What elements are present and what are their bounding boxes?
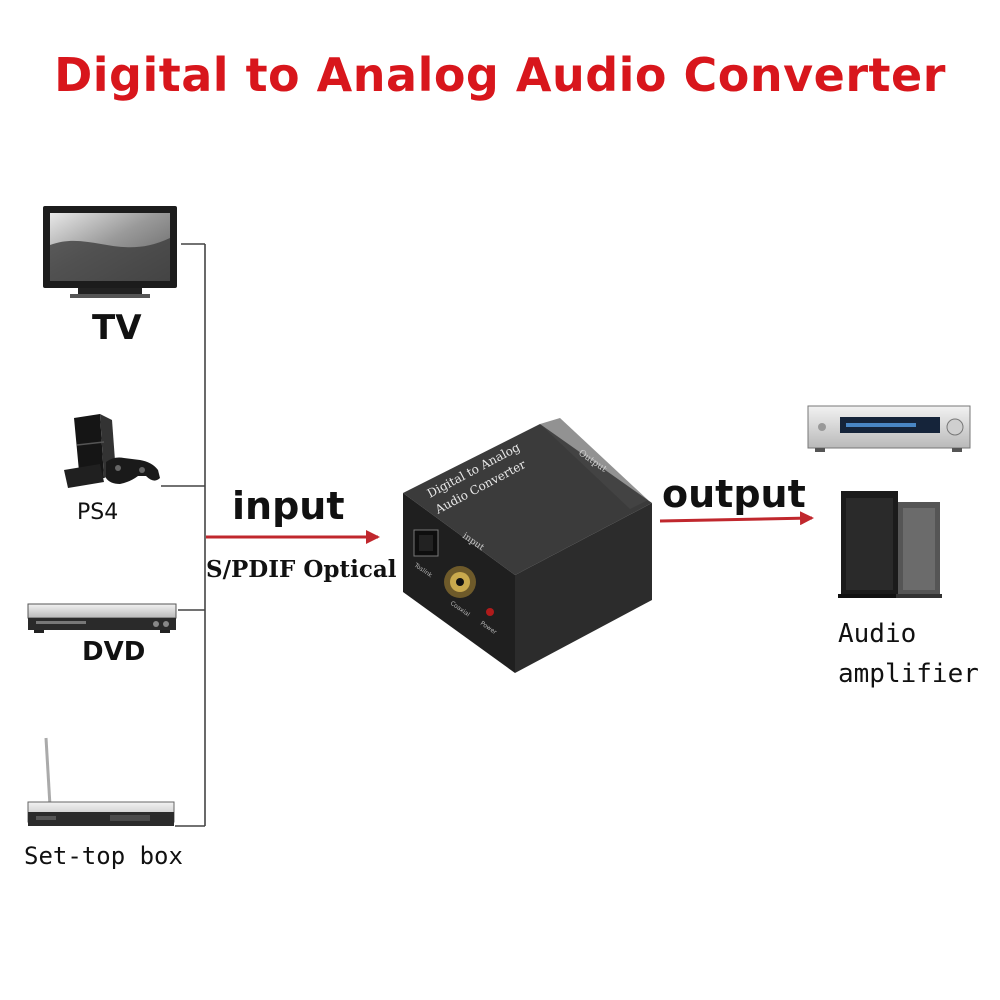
- game-console-icon: [64, 414, 160, 488]
- tv-icon: [43, 206, 177, 298]
- page-title: Digital to Analog Audio Converter: [54, 48, 946, 102]
- set-top-box-icon: [27, 737, 175, 826]
- destination-label-line2: amplifier: [838, 659, 979, 689]
- speaker-amplifier-icon: [807, 405, 971, 598]
- source-label-tv: TV: [92, 308, 142, 348]
- destination-label-line1: Audio: [838, 619, 917, 649]
- destination-label: Audio amplifier: [838, 614, 979, 694]
- output-arrow: [659, 511, 814, 526]
- source-label-ps4: PS4: [77, 500, 119, 525]
- converter-box: [403, 418, 652, 673]
- source-label-set-top-box: Set-top box: [24, 842, 183, 870]
- input-sublabel: S/PDIF Optical: [206, 556, 397, 583]
- input-label: input: [232, 484, 345, 528]
- source-label-dvd: DVD: [82, 637, 146, 667]
- source-bracket: [161, 243, 206, 827]
- output-label: output: [662, 472, 806, 516]
- dvd-player-icon: [27, 603, 177, 633]
